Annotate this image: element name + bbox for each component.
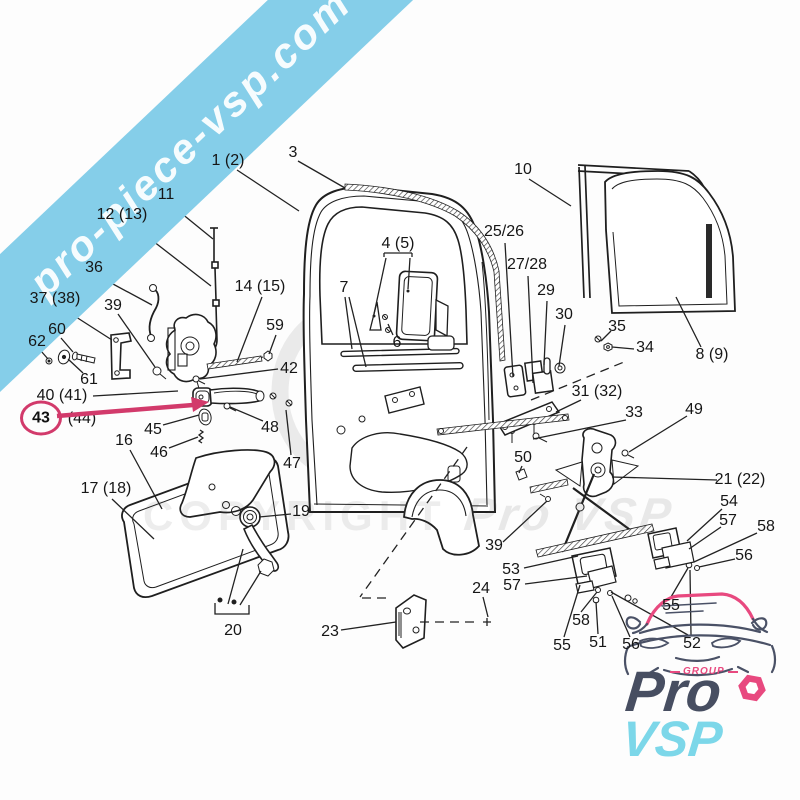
window-crank — [214, 501, 280, 615]
logo-group-text: GROUP — [683, 666, 725, 677]
dashed-projection-lines — [359, 361, 625, 623]
exterior-door-handle — [192, 387, 265, 444]
leader-lines — [40, 160, 758, 638]
regulator-glide-blocks — [571, 527, 695, 594]
car-sketch — [623, 592, 777, 702]
lock-linkage-parts — [45, 284, 167, 380]
hex-nut-icon — [738, 674, 766, 702]
dash-icon — [670, 670, 680, 673]
car-windshield-outline — [645, 592, 755, 626]
door-trim-panel — [121, 449, 290, 599]
window-regulator — [436, 413, 655, 558]
door-lock-mechanism — [165, 313, 217, 398]
provsp-logo: GROUP Pro VSP — [608, 580, 793, 790]
logo-group-line: GROUP — [670, 666, 738, 677]
dash-icon — [727, 670, 738, 673]
highlighted-part-number: 43 — [20, 400, 62, 436]
part-label-44: (44) — [67, 410, 97, 427]
mount-plate — [395, 594, 427, 649]
logo-vsp-text: VSP — [619, 711, 726, 767]
door-seal-strip — [344, 183, 506, 362]
door-glass — [604, 170, 736, 314]
fastener-screws — [192, 335, 700, 604]
hinge-cluster — [503, 357, 566, 398]
door-panel — [302, 185, 497, 556]
